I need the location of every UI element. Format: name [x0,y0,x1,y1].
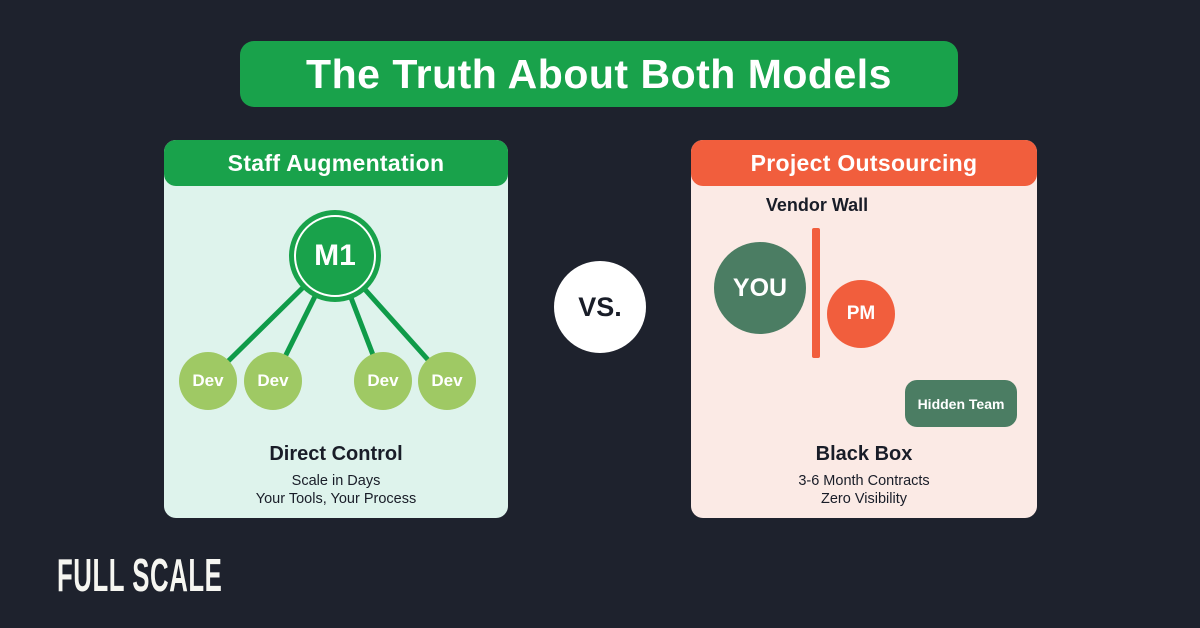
vendor-wall-bar [812,228,820,358]
right-panel-points: 3-6 Month Contracts Zero Visibility [691,472,1037,508]
pm-node: PM [827,280,895,348]
page-title: The Truth About Both Models [306,50,892,97]
staff-augmentation-header: Staff Augmentation [164,140,508,186]
dev-node-1-label: Dev [192,371,224,390]
manager-node-label: M1 [314,239,356,272]
hidden-team-badge-label: Hidden Team [917,395,1005,412]
dev-node-3: Dev [354,352,412,410]
dev-node-3-label: Dev [367,371,399,390]
left-panel-point-2: Your Tools, Your Process [255,491,417,507]
project-outsourcing-header: Project Outsourcing [691,140,1037,186]
vendor-wall-label: Vendor Wall [765,195,869,215]
project-outsourcing-panel: Project Outsourcing Vendor Wall YOU PM H… [691,140,1037,518]
pm-node-label: PM [846,303,876,324]
staff-augmentation-panel: Staff Augmentation M1 Dev Dev Dev Dev Di… [164,140,508,518]
vs-badge-label: VS. [578,291,622,322]
project-outsourcing-header-label: Project Outsourcing [750,149,978,176]
title-banner: The Truth About Both Models [240,41,958,107]
full-scale-logo: FULL SCALE [57,549,223,601]
dev-node-2: Dev [244,352,302,410]
manager-node: M1 [289,210,381,302]
hidden-team-badge: Hidden Team [905,380,1017,427]
right-panel-headline: Black Box [815,443,913,465]
dev-node-2-label: Dev [257,371,289,390]
staff-augmentation-header-label: Staff Augmentation [227,149,445,176]
client-node: YOU [714,242,806,334]
right-panel-point-1: 3-6 Month Contracts [798,473,930,489]
left-panel-headline: Direct Control [269,443,403,465]
right-panel-point-2: Zero Visibility [821,491,907,507]
left-panel-point-1: Scale in Days [291,473,381,489]
client-node-label: YOU [732,273,788,302]
vs-badge: VS. [554,261,646,353]
dev-node-4: Dev [418,352,476,410]
dev-node-1: Dev [179,352,237,410]
dev-node-4-label: Dev [431,371,463,390]
left-panel-points: Scale in Days Your Tools, Your Process [164,472,508,508]
